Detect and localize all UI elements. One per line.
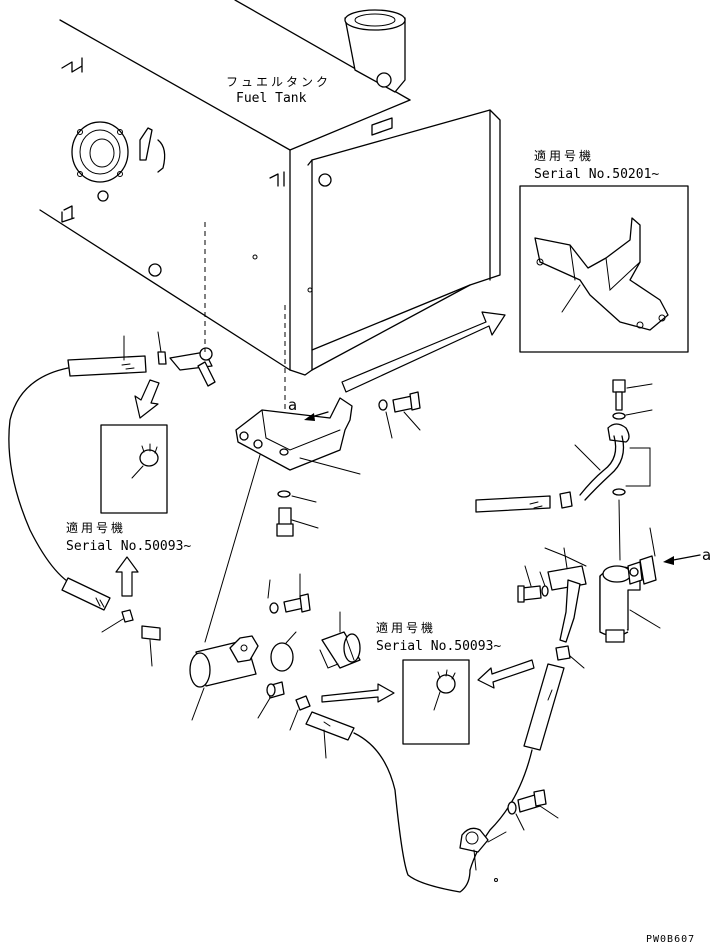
ref-a-right: a	[702, 546, 711, 564]
inset-top-jp: 適用号機	[534, 148, 594, 163]
inset-mid-frame	[402, 659, 470, 745]
inset-left-fitting	[131, 443, 159, 479]
inset-left-serial: Serial No.50093~	[66, 539, 191, 554]
left-hose-assembly	[8, 331, 167, 667]
inset-left-frame	[100, 424, 168, 514]
inset-top-bracket	[534, 217, 669, 331]
inset-mid-serial: Serial No.50093~	[376, 639, 501, 654]
fuel-tank-label-en: Fuel Tank	[236, 91, 307, 106]
mounting-bracket	[204, 397, 361, 643]
bracket-bolt-bottom	[276, 490, 319, 537]
arrow-to-inset-mid-left	[321, 683, 395, 703]
drawing-code: PW0B607	[646, 934, 695, 945]
hose-clamp	[459, 789, 559, 882]
filter-bracket	[517, 547, 587, 669]
priming-pump-assembly	[189, 573, 471, 893]
bracket-bolt-top	[378, 391, 421, 439]
inset-left-jp: 適用号機	[66, 520, 126, 535]
arrow-up-left	[115, 556, 139, 597]
fuel-tank	[39, 0, 501, 387]
inset-mid-fitting	[433, 669, 456, 711]
inset-mid-jp: 適用号機	[376, 620, 436, 635]
inset-top-frame	[519, 185, 689, 353]
inset-top-serial: Serial No.50201~	[534, 167, 659, 182]
ref-a-left: a	[288, 396, 297, 414]
arrow-down-left	[134, 379, 160, 419]
fuel-tank-label-jp: フュエルタンク	[226, 75, 331, 89]
arrow-to-inset-top	[341, 311, 506, 393]
arrow-to-inset-mid	[477, 659, 535, 689]
fuel-filter-assembly	[475, 379, 661, 643]
